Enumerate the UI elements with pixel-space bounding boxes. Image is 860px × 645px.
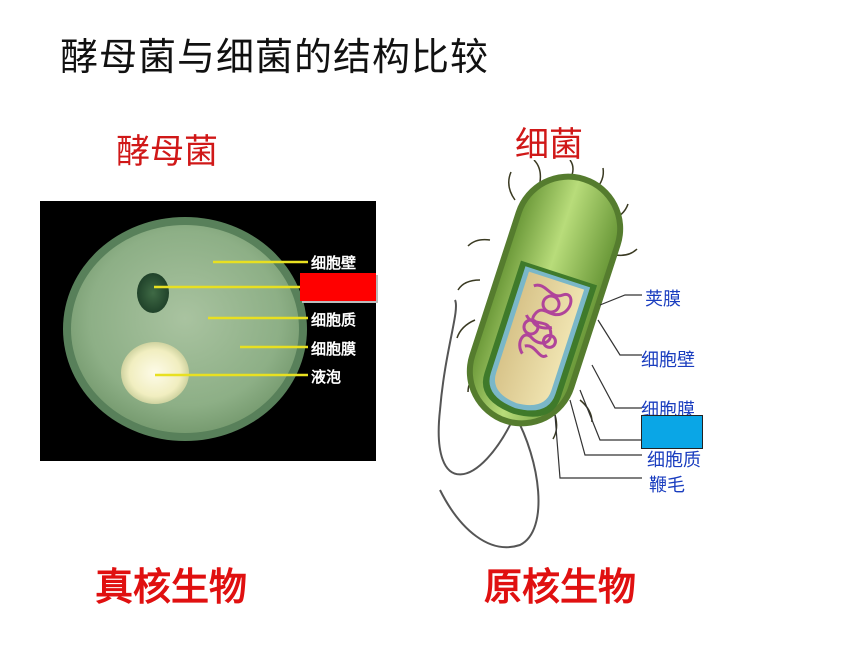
bacteria-label-flagellum: 鞭毛 bbox=[649, 475, 685, 496]
bacteria-body bbox=[466, 173, 624, 427]
bacteria-footer: 原核生物 bbox=[484, 564, 637, 609]
yeast-label-vacuole: 液泡 bbox=[311, 368, 342, 386]
bacteria-illustration bbox=[437, 160, 642, 549]
bacteria-label-cell-wall: 细胞壁 bbox=[641, 350, 695, 371]
answer-cover-blue bbox=[641, 415, 703, 449]
dna-shape bbox=[518, 283, 573, 358]
flagellum-shape bbox=[439, 414, 540, 549]
yeast-label-cytoplasm: 细胞质 bbox=[311, 311, 357, 329]
yeast-cytoplasm-shape bbox=[71, 225, 299, 433]
bacteria-label-cytoplasm: 细胞质 bbox=[647, 450, 701, 471]
cytoplasm-shape bbox=[495, 271, 585, 406]
yeast-diagram: 细胞壁 细胞质 细胞膜 液泡 bbox=[40, 201, 376, 461]
bacteria-heading: 细菌 bbox=[515, 125, 583, 165]
yeast-label-cell-membrane: 细胞膜 bbox=[311, 340, 357, 358]
leader-lines bbox=[554, 294, 642, 479]
yeast-cell-illustration bbox=[63, 217, 308, 441]
yeast-footer: 真核生物 bbox=[95, 564, 248, 609]
answer-cover-red bbox=[300, 273, 376, 301]
flagellum-shape bbox=[437, 299, 516, 476]
yeast-label-cell-wall: 细胞壁 bbox=[311, 254, 357, 272]
yeast-nucleus-shape bbox=[137, 273, 169, 313]
page-title: 酵母菌与细菌的结构比较 bbox=[60, 35, 490, 79]
yeast-vacuole-shape bbox=[121, 342, 189, 404]
yeast-heading: 酵母菌 bbox=[116, 132, 218, 172]
bacteria-label-capsule: 荚膜 bbox=[645, 289, 681, 310]
